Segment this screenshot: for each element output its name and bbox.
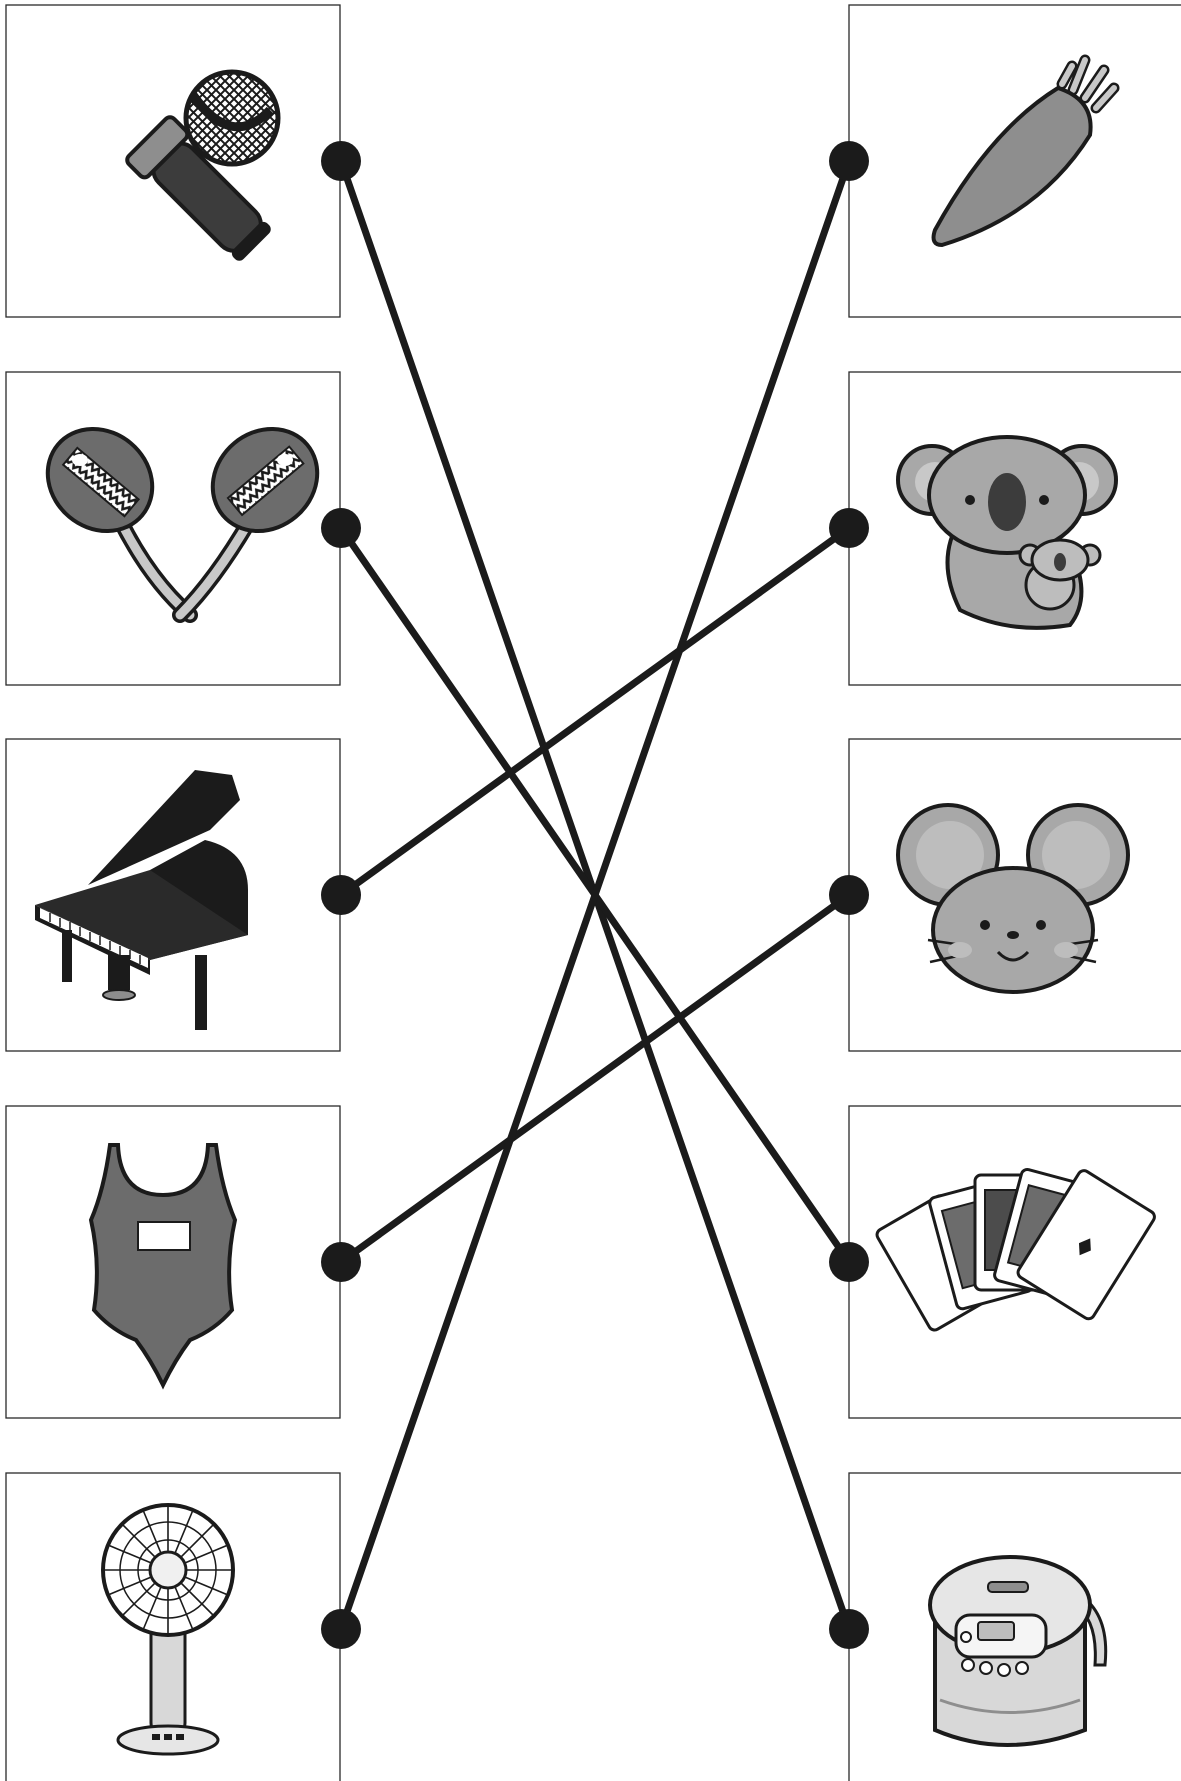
left-column <box>6 5 340 1781</box>
card-grand-piano[interactable] <box>6 739 340 1051</box>
card-frame <box>6 372 340 685</box>
card-carrot[interactable] <box>849 5 1181 317</box>
connection-line-grand-piano-to-koala[interactable] <box>341 528 849 895</box>
card-swimsuit[interactable] <box>6 1106 340 1418</box>
rice-cooker-icon <box>930 1557 1106 1745</box>
card-microphone[interactable] <box>6 5 340 317</box>
connector-dot-microphone[interactable] <box>321 141 361 181</box>
card-mouse[interactable] <box>849 739 1181 1051</box>
connector-dot-rice-cooker[interactable] <box>829 1609 869 1649</box>
right-column <box>849 5 1181 1781</box>
card-maracas[interactable] <box>6 372 340 685</box>
connector-dot-swimsuit[interactable] <box>321 1242 361 1282</box>
connection-lines <box>341 161 849 1629</box>
connector-dot-playing-cards[interactable] <box>829 1242 869 1282</box>
connector-dot-carrot[interactable] <box>829 141 869 181</box>
connector-dot-koala[interactable] <box>829 508 869 548</box>
card-playing-cards[interactable] <box>849 1106 1181 1418</box>
card-electric-fan[interactable] <box>6 1473 340 1781</box>
connection-line-swimsuit-to-mouse[interactable] <box>341 895 849 1262</box>
connector-dot-maracas[interactable] <box>321 508 361 548</box>
connector-dot-mouse[interactable] <box>829 875 869 915</box>
card-koala[interactable] <box>849 372 1181 685</box>
connector-dot-electric-fan[interactable] <box>321 1609 361 1649</box>
card-rice-cooker[interactable] <box>849 1473 1181 1781</box>
connector-dot-grand-piano[interactable] <box>321 875 361 915</box>
